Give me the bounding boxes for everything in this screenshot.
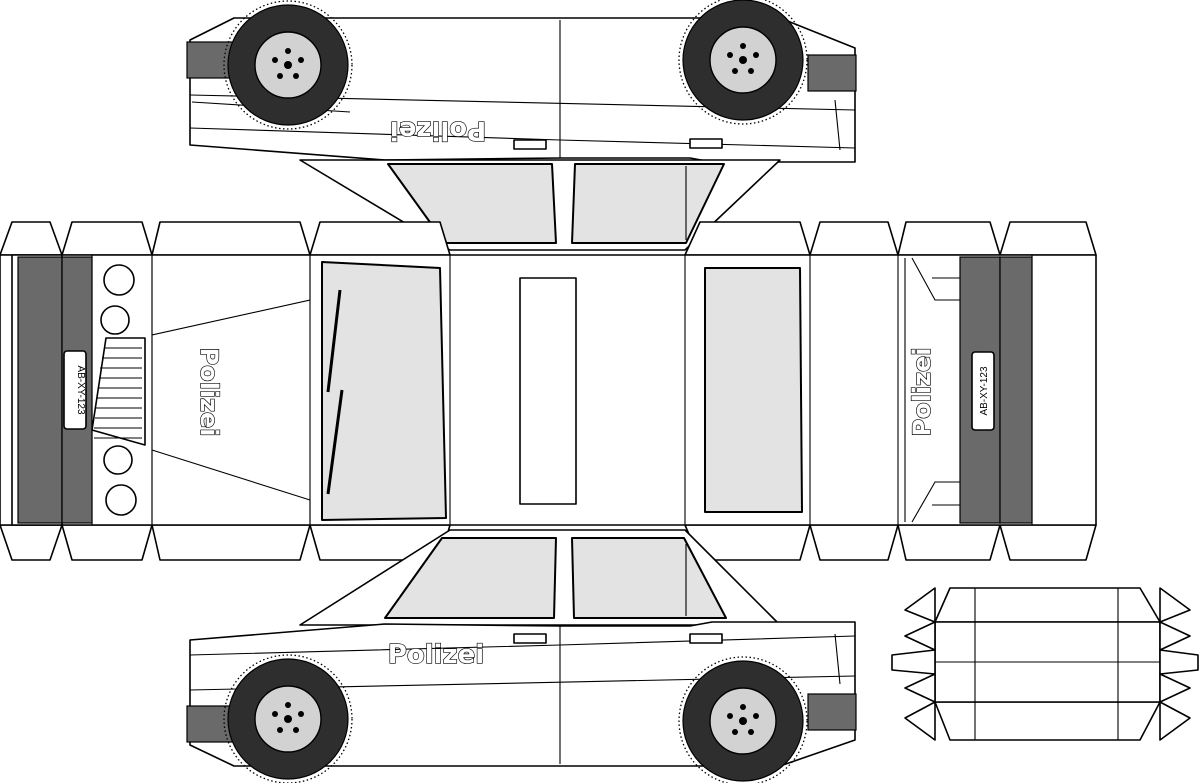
bottom-side-wheel-front	[223, 654, 353, 783]
front-tab-4	[309, 221, 451, 256]
chassis-bottom-flap	[934, 701, 1161, 741]
chassis-top-corner-tab	[904, 587, 936, 623]
headlight-icon	[105, 484, 137, 516]
chassis-net	[891, 587, 1199, 741]
top-side-polizei-label: Polizei	[390, 115, 486, 145]
chassis-bottom-corner-tab	[1159, 701, 1191, 741]
headlight-icon	[100, 305, 130, 335]
front-tab-5	[0, 524, 63, 561]
front-tab-2	[61, 221, 153, 256]
top-side-panel: Polizei	[186, 0, 857, 163]
rear-license-plate	[971, 351, 995, 431]
top-side-window-front	[387, 163, 557, 244]
roof-sign-slot	[519, 277, 577, 505]
bottom-side-rear-edge	[834, 633, 841, 685]
chassis-top-corner-tab	[1159, 587, 1191, 623]
top-side-rear-bumper	[807, 54, 857, 92]
rear-tab-1	[809, 221, 899, 256]
top-side-wheel-rear	[678, 0, 808, 125]
chassis-left-tab	[904, 621, 936, 651]
wiper-icon	[326, 289, 342, 393]
trunk-trim	[904, 257, 960, 523]
bottom-side-door-handle-front	[513, 633, 547, 644]
rear-tab-6	[897, 524, 1001, 561]
front-tab-7	[151, 524, 311, 561]
rear-tab-4	[684, 221, 811, 256]
rear-license-plate-text: AB-XY-123	[979, 366, 990, 416]
rear-window	[704, 267, 803, 513]
headlight-icon	[103, 445, 133, 475]
front-tab-3	[151, 221, 311, 256]
bottom-side-polizei-label: Polizei	[388, 640, 484, 670]
chassis-top-flap	[934, 587, 1161, 623]
headlight-icon	[103, 264, 135, 296]
top-side-door-handle-rear	[689, 138, 723, 149]
rear-tab-7	[999, 524, 1097, 561]
bottom-side-wheel-rear	[678, 656, 808, 783]
chassis-right-tab	[1159, 621, 1191, 651]
front-bumper-stripe-1	[17, 256, 63, 524]
front-license-plate-text: AB-XY-123	[75, 365, 86, 415]
windshield	[321, 261, 447, 521]
front-tab-6	[61, 524, 153, 561]
chassis-left-wing	[891, 649, 936, 675]
rear-tab-5	[809, 524, 899, 561]
front-headlights	[100, 264, 137, 516]
rear-tab-3	[999, 221, 1097, 256]
front-tab-1	[0, 221, 63, 256]
hood-polizei-label: Polizei	[195, 347, 223, 436]
chassis-right-wing	[1159, 649, 1199, 675]
bottom-side-window-front	[384, 537, 557, 619]
centre-strip: AB-XY-123 Polizei Polizei	[0, 221, 1097, 561]
top-side-wheel-front	[223, 0, 353, 130]
chassis-left-tab	[904, 673, 936, 703]
top-side-door-handle-front	[513, 139, 547, 150]
rear-bumper-stripe-2	[999, 256, 1033, 524]
top-side-rear-edge	[834, 99, 841, 151]
wiper-icon	[326, 389, 344, 495]
bottom-side-rear-bumper	[807, 693, 857, 731]
rear-tab-2	[897, 221, 1001, 256]
chassis-bottom-corner-tab	[904, 701, 936, 741]
bottom-side-door-handle-rear	[689, 633, 723, 644]
chassis-right-tab	[1159, 673, 1191, 703]
bottom-side-panel: Polizei	[186, 621, 857, 783]
front-license-plate	[63, 350, 87, 430]
front-grille	[91, 337, 146, 446]
bottom-side-window-rear	[571, 537, 727, 619]
trunk-polizei-label: Polizei	[908, 347, 936, 436]
